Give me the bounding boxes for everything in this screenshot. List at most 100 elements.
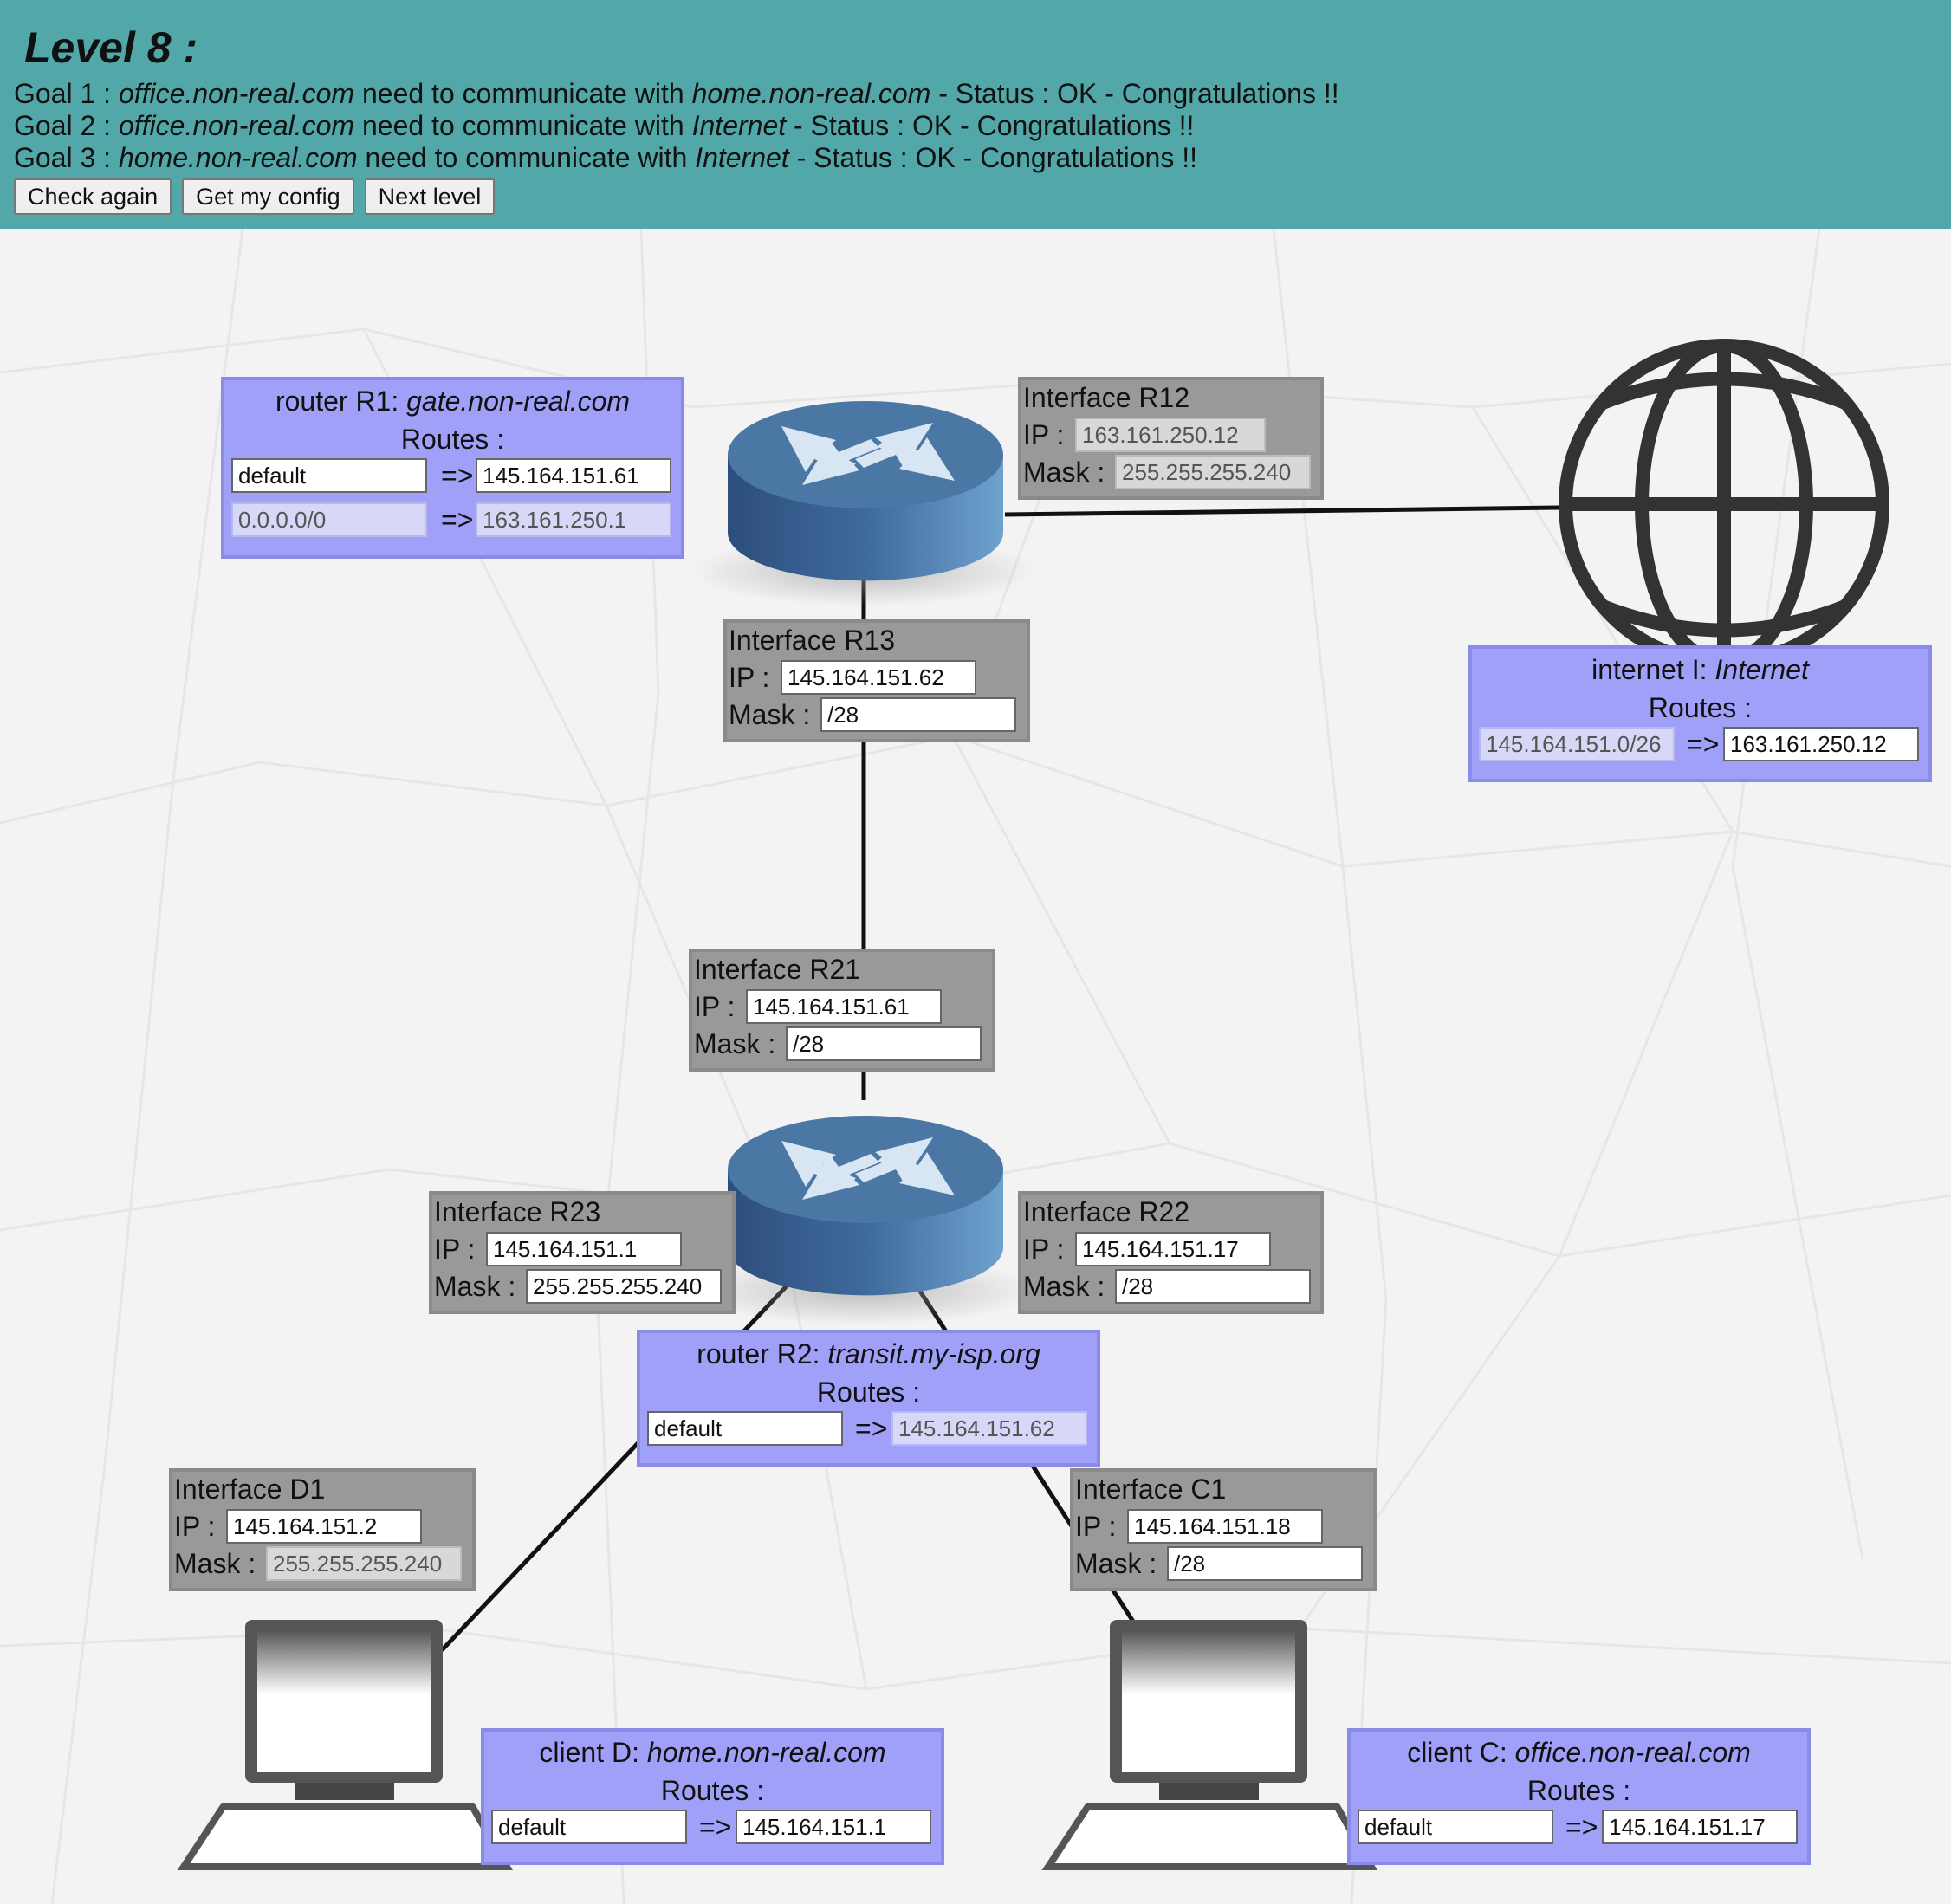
goal-prefix: Goal 2 : xyxy=(14,110,119,141)
interface-name: Interface R21 xyxy=(694,954,861,985)
ip-input[interactable]: 145.164.151.1 xyxy=(486,1232,682,1266)
router-r1-icon[interactable] xyxy=(690,401,1037,606)
route-arrow: => xyxy=(1565,1811,1598,1842)
mask-input[interactable]: /28 xyxy=(786,1026,982,1061)
router-r1-panel: router R1: gate.non-real.com Routes : de… xyxy=(221,377,684,559)
route-gateway-input[interactable]: 163.161.250.12 xyxy=(1723,727,1919,761)
client-d-title: client D: home.non-real.com xyxy=(484,1733,941,1771)
route-row: default => 145.164.151.62 xyxy=(647,1411,1090,1453)
routes-heading: Routes : xyxy=(1648,692,1753,723)
routes-heading: Routes : xyxy=(660,1775,765,1806)
mask-input[interactable]: /28 xyxy=(1115,1269,1311,1304)
router-r2-panel: router R2: transit.my-isp.org Routes : d… xyxy=(637,1330,1100,1467)
internet-title: internet I: Internet xyxy=(1472,651,1928,689)
route-row: 145.164.151.0/26 => 163.161.250.12 xyxy=(1479,727,1922,768)
route-row: default => 145.164.151.17 xyxy=(1358,1810,1800,1851)
mask-input[interactable]: 255.255.255.240 xyxy=(526,1269,722,1304)
route-destination-input[interactable]: default xyxy=(1358,1810,1553,1844)
ip-row: IP : 145.164.151.17 xyxy=(1023,1232,1320,1269)
ip-input[interactable]: 145.164.151.2 xyxy=(226,1509,422,1544)
node-hostname: gate.non-real.com xyxy=(406,385,631,417)
routes-heading: Routes : xyxy=(1526,1775,1631,1806)
client-d-panel: client D: home.non-real.com Routes : def… xyxy=(481,1728,944,1865)
ip-row: IP : 145.164.151.2 xyxy=(174,1509,472,1546)
route-arrow: => xyxy=(1687,729,1720,760)
goal-status: - Status : OK - Congratulations !! xyxy=(930,78,1339,109)
mask-row: Mask :255.255.255.240 xyxy=(1023,455,1320,492)
interface-name: Interface D1 xyxy=(174,1473,326,1505)
goal-3: Goal 3 : home.non-real.com need to commu… xyxy=(14,142,1951,174)
node-label: router R2: xyxy=(697,1338,828,1370)
interface-name: Interface C1 xyxy=(1075,1473,1227,1505)
ip-label: IP : xyxy=(1023,1234,1065,1265)
mask-row: Mask :/28 xyxy=(1075,1546,1373,1583)
node-label: router R1: xyxy=(275,385,407,417)
interface-name: Interface R23 xyxy=(434,1196,601,1227)
client-c-title: client C: office.non-real.com xyxy=(1351,1733,1807,1771)
mask-readonly: 255.255.255.240 xyxy=(266,1546,462,1581)
route-row: default => 145.164.151.61 xyxy=(231,458,674,500)
mask-input[interactable]: /28 xyxy=(820,697,1016,732)
goal-destination: home.non-real.com xyxy=(691,78,931,109)
link-r1-internet xyxy=(1004,505,1560,517)
ip-label: IP : xyxy=(729,662,770,693)
ip-label: IP : xyxy=(1023,419,1065,450)
interface-name: Interface R22 xyxy=(1023,1196,1190,1227)
computer-d-icon[interactable] xyxy=(177,1620,513,1870)
mask-label: Mask : xyxy=(1023,457,1105,488)
client-c-panel: client C: office.non-real.com Routes : d… xyxy=(1347,1728,1811,1865)
goal-source: office.non-real.com xyxy=(118,78,355,109)
next-level-button[interactable]: Next level xyxy=(364,178,496,215)
mask-label: Mask : xyxy=(174,1548,256,1579)
goal-source: home.non-real.com xyxy=(118,142,358,173)
mask-label: Mask : xyxy=(729,699,811,730)
route-destination-readonly: 145.164.151.0/26 xyxy=(1479,727,1675,761)
node-label: client C: xyxy=(1407,1737,1515,1768)
goal-destination: Internet xyxy=(695,142,789,173)
route-destination-input[interactable]: default xyxy=(647,1411,843,1446)
route-gateway-input[interactable]: 145.164.151.17 xyxy=(1602,1810,1798,1844)
route-gateway-input[interactable]: 145.164.151.1 xyxy=(736,1810,931,1844)
route-destination-input[interactable]: default xyxy=(231,458,427,493)
node-label: internet I: xyxy=(1591,654,1715,685)
interface-name: Interface R12 xyxy=(1023,382,1190,413)
route-destination-readonly: 0.0.0.0/0 xyxy=(231,502,427,537)
ip-label: IP : xyxy=(174,1511,216,1542)
goal-status: - Status : OK - Congratulations !! xyxy=(788,142,1197,173)
route-destination-input[interactable]: default xyxy=(491,1810,687,1844)
ip-input[interactable]: 145.164.151.61 xyxy=(746,989,942,1024)
ip-input[interactable]: 145.164.151.18 xyxy=(1127,1509,1323,1544)
router-r2-icon[interactable] xyxy=(690,1116,1037,1325)
interface-r12-panel: Interface R12 IP :163.161.250.12 Mask :2… xyxy=(1018,377,1324,500)
computer-c-icon[interactable] xyxy=(1041,1620,1377,1870)
route-arrow: => xyxy=(441,460,474,491)
route-gateway-input[interactable]: 145.164.151.61 xyxy=(476,458,671,493)
route-gateway-readonly: 145.164.151.62 xyxy=(891,1411,1087,1446)
mask-label: Mask : xyxy=(434,1271,516,1302)
goal-prefix: Goal 3 : xyxy=(14,142,119,173)
route-arrow: => xyxy=(855,1413,888,1444)
route-row: 0.0.0.0/0 => 163.161.250.1 xyxy=(231,502,674,544)
ip-input[interactable]: 145.164.151.17 xyxy=(1075,1232,1271,1266)
interface-name: Interface R13 xyxy=(729,625,896,656)
ip-input[interactable]: 145.164.151.62 xyxy=(781,660,976,695)
ip-label: IP : xyxy=(694,991,736,1022)
goal-text: need to communicate with xyxy=(357,142,696,173)
route-arrow: => xyxy=(441,504,474,535)
routes-heading: Routes : xyxy=(816,1376,921,1408)
mask-input[interactable]: /28 xyxy=(1167,1546,1363,1581)
goal-source: office.non-real.com xyxy=(118,110,355,141)
get-config-button[interactable]: Get my config xyxy=(182,178,354,215)
interface-r13-panel: Interface R13 IP : 145.164.151.62 Mask : /… xyxy=(723,619,1030,742)
internet-i-panel: internet I: Internet Routes : 145.164.15… xyxy=(1468,645,1932,782)
ip-row: IP : 145.164.151.61 xyxy=(694,989,992,1026)
goal-1: Goal 1 : office.non-real.com need to com… xyxy=(14,78,1951,110)
check-again-button[interactable]: Check again xyxy=(14,178,172,215)
router-r1-title: router R1: gate.non-real.com xyxy=(224,382,681,420)
mask-row: Mask :/28 xyxy=(1023,1269,1320,1306)
interface-r22-panel: Interface R22 IP : 145.164.151.17 Mask :/… xyxy=(1018,1191,1324,1314)
goal-status: - Status : OK - Congratulations !! xyxy=(786,110,1195,141)
route-row: default => 145.164.151.1 xyxy=(491,1810,934,1851)
globe-icon[interactable] xyxy=(1559,339,1889,670)
